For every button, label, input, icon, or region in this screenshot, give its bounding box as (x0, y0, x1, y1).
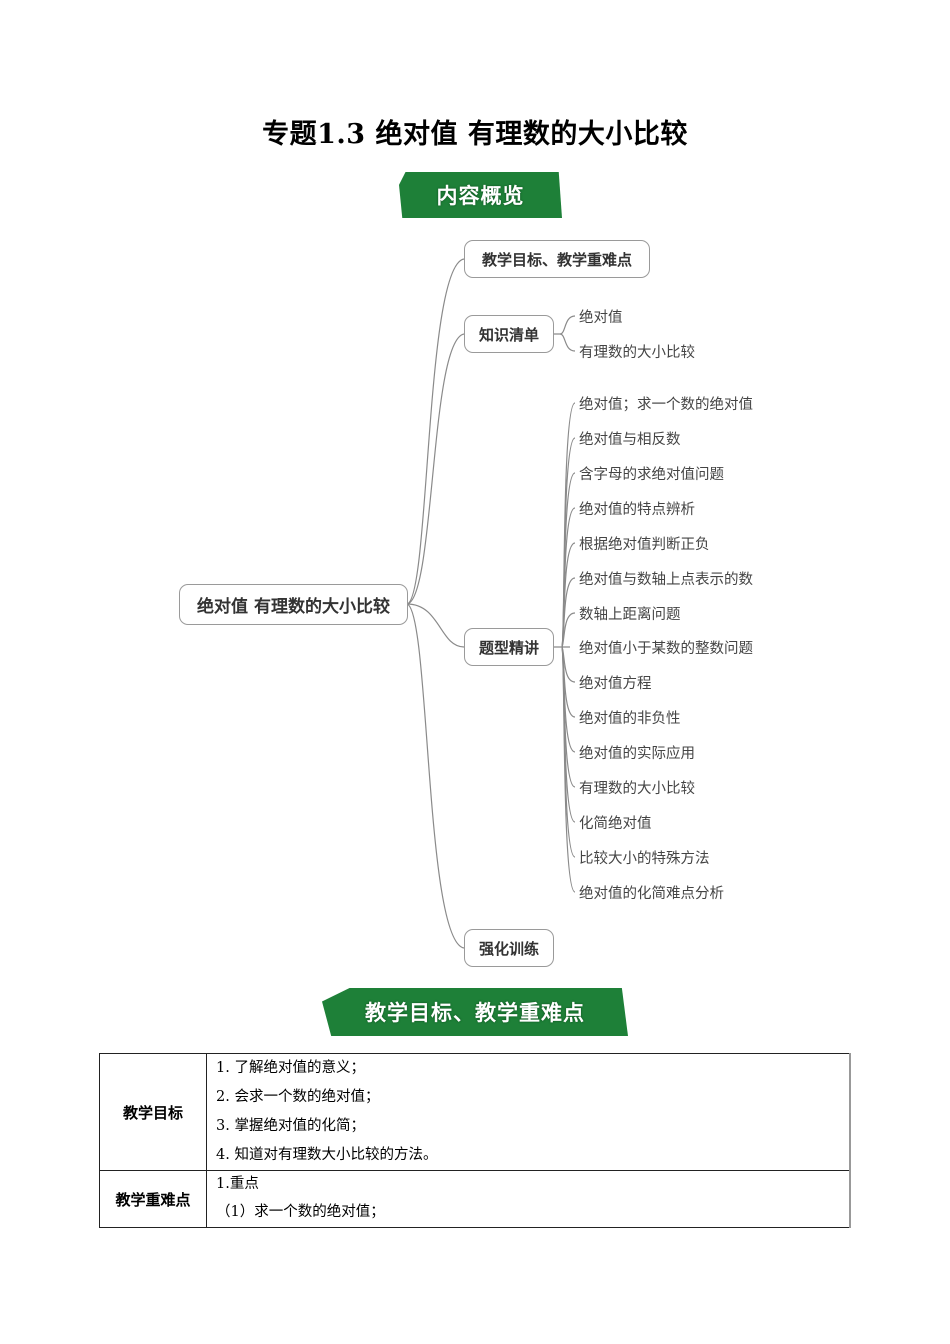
content-line: 1. 了解绝对值的意义； (216, 1060, 365, 1076)
document-title: 专题1.3 绝对值 有理数的大小比较 (262, 119, 688, 150)
content-line: 4. 知道对有理数大小比较的方法。 (216, 1147, 438, 1163)
section-banner-overview-label: 内容概览 (436, 184, 525, 208)
mindmap-leaf[interactable]: 数轴上距离问题 (579, 607, 681, 623)
row-label: 教学重难点 (99, 1170, 207, 1228)
mindmap-leaf[interactable]: 绝对值的实际应用 (579, 746, 695, 762)
mindmap-root-node[interactable]: 绝对值 有理数的大小比较 (179, 584, 408, 625)
mindmap-branch-label: 教学目标、教学重难点 (481, 250, 632, 269)
mindmap-leaf[interactable]: 比较大小的特殊方法 (579, 851, 710, 867)
mindmap-leaf[interactable]: 绝对值与相反数 (579, 432, 681, 448)
teaching-goals-table: 教学目标 1. 了解绝对值的意义； 2. 会求一个数的绝对值； 3. 掌握绝对值… (99, 1053, 851, 1228)
table-row: 教学重难点 1.重点 （1）求一个数的绝对值； (99, 1170, 851, 1228)
row-content: 1.重点 （1）求一个数的绝对值； (206, 1170, 851, 1228)
connector-root-to-training (406, 603, 465, 949)
connector-types-leaves (553, 402, 576, 893)
table-row: 教学目标 1. 了解绝对值的意义； 2. 会求一个数的绝对值； 3. 掌握绝对值… (99, 1053, 851, 1171)
mindmap-leaf[interactable]: 绝对值与数轴上点表示的数 (579, 572, 753, 588)
mindmap-leaf[interactable]: 绝对值小于某数的整数问题 (579, 641, 753, 657)
connector-root-to-types (406, 603, 465, 648)
mindmap-leaf[interactable]: 化简绝对值 (579, 816, 652, 832)
row-content: 1. 了解绝对值的意义； 2. 会求一个数的绝对值； 3. 掌握绝对值的化简； … (206, 1053, 851, 1171)
mindmap-branch-label: 题型精讲 (478, 638, 539, 657)
mindmap-leaf[interactable]: 有理数的大小比较 (579, 781, 695, 797)
content-line: 3. 掌握绝对值的化简； (216, 1118, 365, 1134)
mindmap-leaf[interactable]: 有理数的大小比较 (579, 345, 695, 361)
mindmap-branch-label: 知识清单 (478, 325, 539, 344)
connector-knowledge-leaf-2 (559, 333, 576, 352)
row-label: 教学目标 (99, 1053, 207, 1171)
content-line: 2. 会求一个数的绝对值； (216, 1089, 380, 1105)
mindmap-leaf[interactable]: 根据绝对值判断正负 (579, 537, 710, 553)
mindmap-leaf[interactable]: 绝对值的化简难点分析 (579, 886, 724, 902)
mindmap-root-label: 绝对值 有理数的大小比较 (197, 597, 390, 617)
mindmap-branch-types[interactable]: 题型精讲 (464, 628, 554, 666)
mindmap-leaf[interactable]: 绝对值；求一个数的绝对值 (579, 397, 753, 413)
connector-root-to-goals (406, 258, 465, 605)
connector-root-to-knowledge (406, 333, 465, 605)
mindmap-leaf[interactable]: 绝对值 (579, 310, 623, 326)
content-line: （1）求一个数的绝对值； (216, 1204, 385, 1220)
mindmap-leaf[interactable]: 绝对值方程 (579, 676, 652, 692)
section-banner-goals-label: 教学目标、教学重难点 (365, 1001, 585, 1025)
mindmap-branch-goals[interactable]: 教学目标、教学重难点 (464, 240, 650, 278)
mindmap-branch-label: 强化训练 (478, 939, 539, 958)
mindmap-branch-knowledge[interactable]: 知识清单 (464, 315, 554, 353)
section-banner-overview: 内容概览 (399, 172, 562, 218)
mindmap-leaf[interactable]: 绝对值的特点辨析 (579, 502, 695, 518)
mindmap-leaf[interactable]: 含字母的求绝对值问题 (579, 467, 724, 483)
mindmap-leaf[interactable]: 绝对值的非负性 (579, 711, 681, 727)
content-line: 1.重点 (216, 1176, 259, 1192)
mindmap-branch-training[interactable]: 强化训练 (464, 929, 554, 967)
section-banner-goals: 教学目标、教学重难点 (322, 988, 628, 1036)
connector-knowledge-leaf-1 (553, 315, 576, 335)
